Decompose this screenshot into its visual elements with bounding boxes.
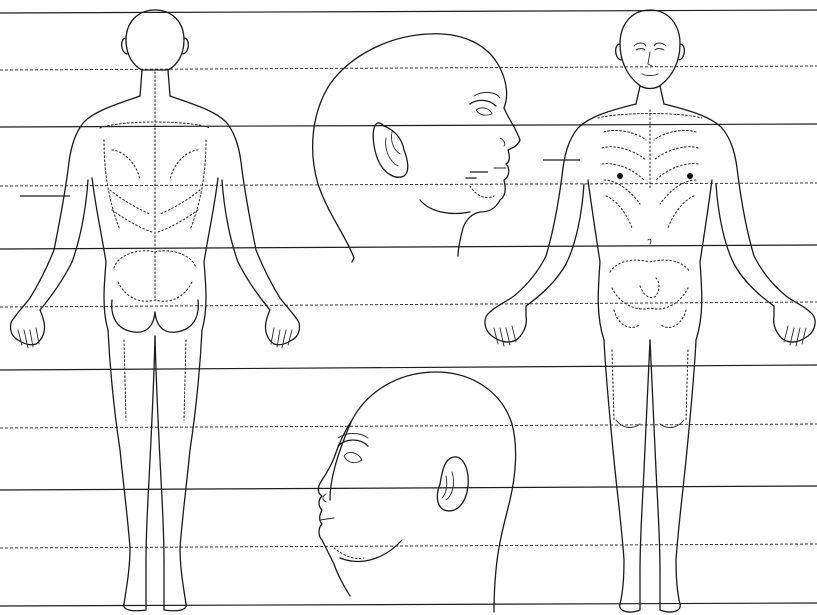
front-view-body [485, 10, 815, 612]
rule-line [0, 245, 817, 249]
left-profile-head [318, 372, 515, 612]
rule-line [0, 10, 817, 13]
rule-line [0, 302, 817, 307]
back-view-body [11, 10, 300, 611]
rule-line [0, 124, 817, 127]
rule-line [0, 66, 817, 70]
rule-line [0, 183, 817, 186]
rule-line [0, 424, 817, 428]
ruled-lines [0, 10, 817, 606]
rule-line [0, 603, 817, 606]
rule-line [0, 486, 817, 490]
rule-line [0, 544, 817, 548]
